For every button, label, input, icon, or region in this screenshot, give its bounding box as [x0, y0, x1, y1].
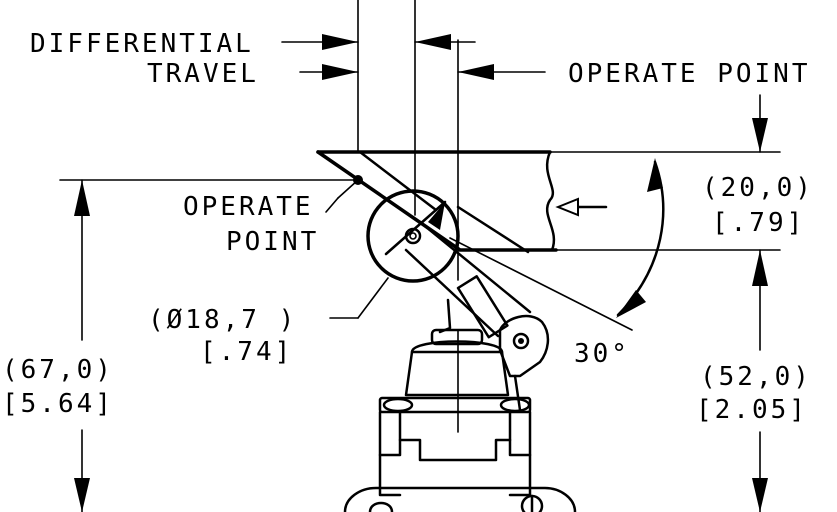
roller — [366, 189, 460, 283]
diameter-in-label: [.74] — [200, 337, 293, 367]
lower-mm-label: (52,0) — [700, 362, 812, 392]
height-mm-label: (67,0) — [2, 355, 114, 385]
offset-in-label: [.79] — [712, 208, 805, 238]
angle-indicator — [449, 158, 665, 331]
operate-point-arrow — [752, 94, 768, 153]
operate-label-line2: POINT — [226, 227, 319, 257]
height-dimension — [59, 179, 359, 512]
differential-travel-arrows — [281, 34, 546, 80]
switch-body — [343, 298, 577, 512]
differential-label: DIFFERENTIAL — [30, 29, 254, 59]
lower-in-label: [2.05] — [696, 395, 808, 425]
diameter-mm-label: (Ø18,7 ) — [148, 305, 297, 335]
offset-mm-label: (20,0) — [702, 173, 814, 203]
height-in-label: [5.64] — [2, 389, 114, 419]
lower-dimension — [752, 249, 768, 512]
travel-label: TRAVEL — [147, 59, 259, 89]
lever-arm — [404, 220, 550, 412]
angle-label: 30° — [574, 339, 630, 369]
actuator-cam — [316, 150, 781, 254]
direction-arrow — [555, 197, 608, 217]
diameter-leader — [329, 277, 389, 319]
operate-label-line1: OPERATE — [183, 192, 314, 222]
operate-point-top-label: OPERATE POINT — [568, 59, 811, 89]
